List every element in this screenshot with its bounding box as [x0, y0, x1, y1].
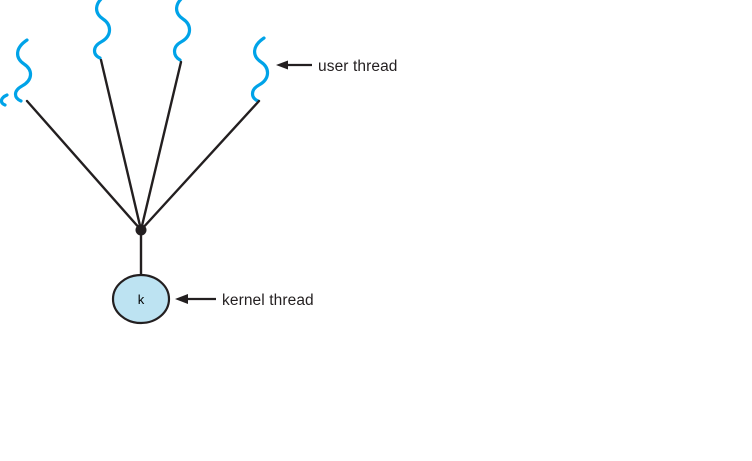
kernel-thread-node-label: k — [138, 292, 145, 307]
user-thread-annotation-arrow-head — [276, 60, 288, 70]
user-thread-line-3 — [139, 60, 183, 232]
user-thread-line-2 — [99, 58, 143, 232]
kernel-thread-annotation-label: kernel thread — [222, 292, 314, 309]
user-thread-squiggle-1 — [13, 38, 33, 103]
kernel-thread-ellipse — [111, 273, 171, 325]
user-thread-squiggle-clipped-fragment — [0, 93, 9, 107]
user-thread-squiggle-2 — [92, 0, 112, 60]
user-thread-annotation-label: user thread — [318, 58, 398, 75]
kernel-thread-annotation: kernel thread — [175, 292, 314, 309]
kernel-thread-annotation-arrow-head — [175, 294, 188, 304]
user-thread-squiggle-3 — [172, 0, 192, 62]
user-thread-annotation: user thread — [276, 58, 398, 75]
user-thread-line-4 — [139, 99, 261, 232]
user-thread-squiggle-4 — [250, 36, 270, 103]
user-thread-line-1 — [25, 99, 143, 232]
kernel-thread-node: k — [111, 273, 171, 325]
